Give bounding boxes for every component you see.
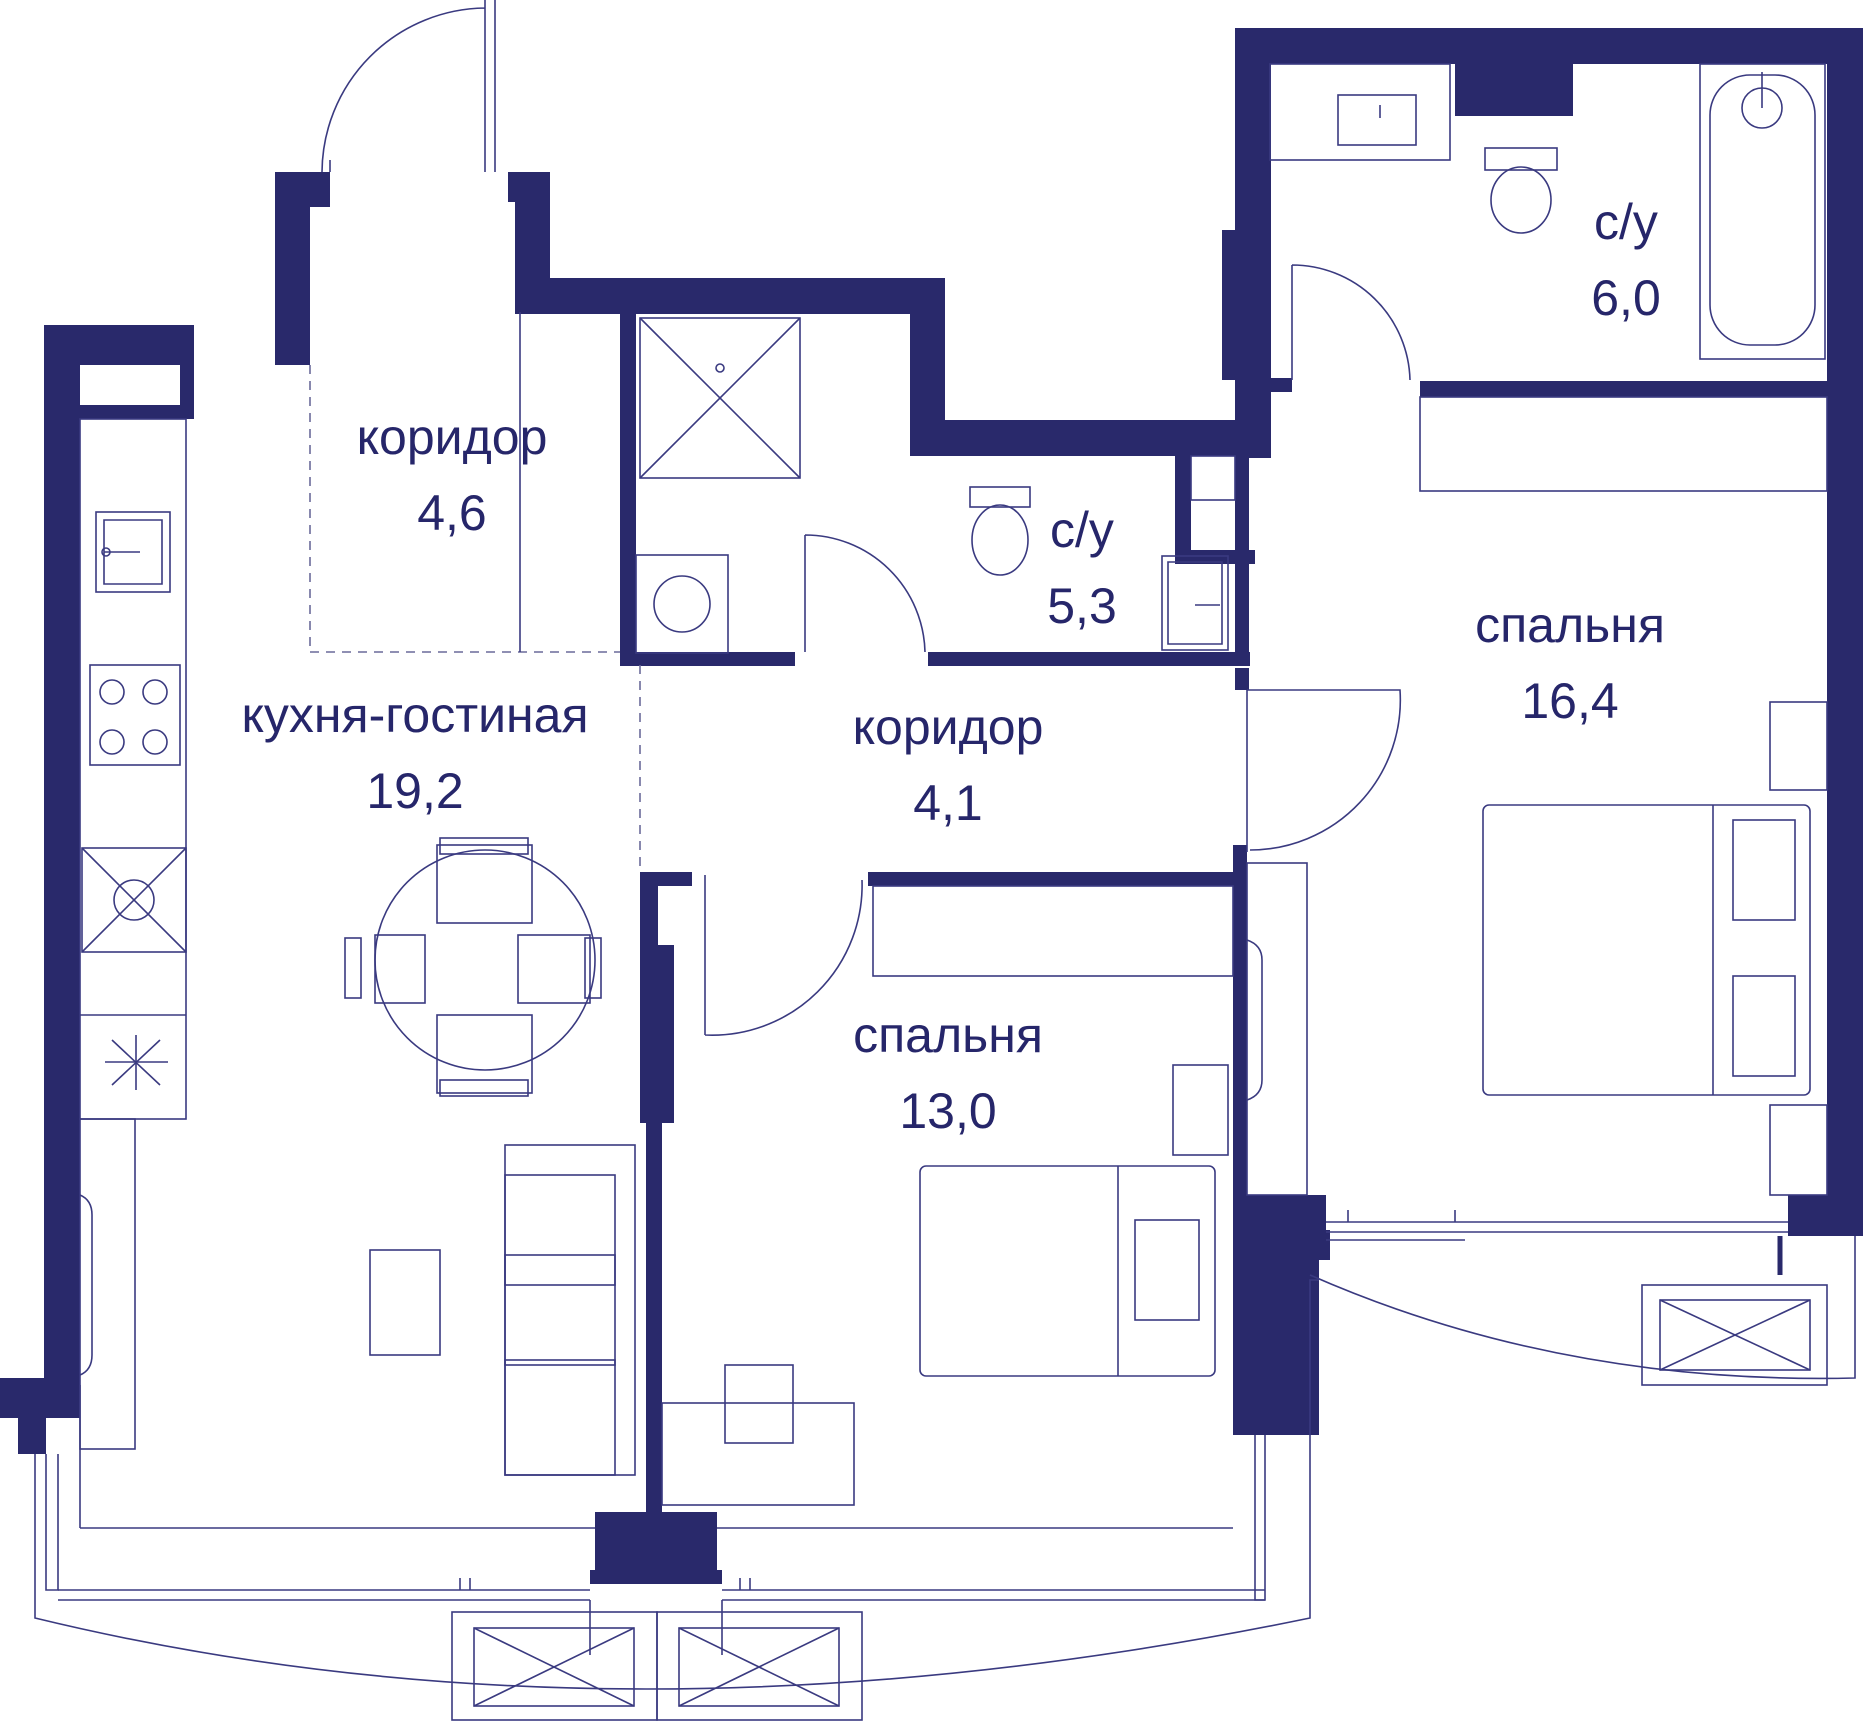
wall-corridor-post [1235,668,1249,690]
room-name: спальня [853,1007,1043,1063]
room-name: с/у [1050,502,1114,558]
wall-bath-bottom [1420,381,1863,397]
room-name: кухня-гостиная [241,687,589,743]
room-label-bathroom-small: с/у 5,3 [1047,505,1117,631]
wall-top-middle [515,278,945,314]
entry-door [321,0,496,173]
room-name: спальня [1475,597,1665,653]
room-area: 13,0 [899,1083,997,1139]
wall-entry-right-cap [508,172,550,202]
toilet-icon [969,486,1031,576]
room-name: коридор [852,699,1044,755]
wall-top-step2 [910,420,1255,456]
wall-partition-c [646,1120,662,1520]
wall-wc-niche [1175,450,1191,555]
wall-right-foot [1788,1195,1863,1236]
wall-left-notch [80,405,194,419]
door-swing-icon [804,534,926,653]
room-area: 19,2 [366,763,464,819]
bathtub-icon [1699,63,1826,360]
bathroom-small [635,317,1236,654]
room-area: 4,6 [417,485,487,541]
wall-bath-duct [1455,64,1573,116]
wall-wc-bottom-left [620,652,795,666]
wardrobe [1246,862,1308,1196]
wall-left-notch-side [180,365,194,419]
room-area: 5,3 [1047,578,1117,634]
shower-icon [639,317,801,479]
wall-left-cap [44,325,194,365]
kitchen-counter [79,418,187,1450]
interior-lines [34,1210,1856,1721]
room-label-bedroom-large: спальня 16,4 [1475,600,1665,726]
bed-icon [919,1165,1216,1377]
wall-shower-left [620,310,636,662]
toilet-icon [1484,147,1558,234]
room-label-bedroom-small: спальня 13,0 [853,1010,1043,1136]
door-swing-icon [1246,689,1402,852]
wall-bath-stub [1270,378,1292,392]
bedroom-large [1246,701,1828,1196]
room-label-kitchen-living: кухня-гостиная 19,2 [241,690,588,816]
wall-bed-small-top [868,872,1233,886]
wall-partition-b [640,945,674,1123]
dining-table-icon [344,837,602,1097]
bedroom-small [661,885,1234,1506]
door-swing-icon [704,875,863,1036]
room-area: 4,1 [913,775,983,831]
wall-bed-divider3 [1290,1230,1330,1260]
sink-icon [1161,555,1229,651]
room-label-bathroom-main: с/у 6,0 [1591,197,1661,323]
door-swing-icon [1291,264,1411,381]
bed-icon [1482,804,1811,1096]
room-area: 16,4 [1521,673,1619,729]
room-label-corridor-hall: коридор 4,1 [853,702,1044,828]
coffee-table [369,1249,441,1356]
wall-left [44,325,80,1385]
ac-unit-icon [1641,1284,1828,1386]
ac-unit-icon [656,1611,863,1721]
room-area: 6,0 [1591,270,1661,326]
wall-left-foot2 [18,1418,46,1454]
bathroom-main [1269,63,1828,492]
corridor-entry-outline [309,312,641,872]
walls [0,28,1863,1584]
wall-left-foot [0,1378,80,1418]
door-swing-icon [321,0,496,173]
sofa-icon [369,1144,636,1476]
room-label-corridor-entry: коридор 4,6 [357,412,548,538]
wall-wc-bottom-right [928,652,1250,666]
wall-right [1827,28,1863,1236]
fridge [79,1118,136,1450]
sink-icon [95,511,171,593]
wall-corridor-right [1235,380,1249,666]
washing-machine-icon [635,554,729,654]
wall-entry-left-cap [275,172,330,207]
desk [661,1402,855,1506]
wall-bath-left-door [1222,230,1240,380]
wall-bed-small-right [1233,845,1247,1195]
wardrobe [872,885,1234,977]
room-name: с/у [1594,194,1658,250]
stove-icon [89,664,181,766]
sink-icon [1269,63,1451,161]
wall-bath-top [1235,28,1863,64]
room-name: коридор [356,409,548,465]
desk-chair [724,1364,794,1444]
wall-bottom-pillar [595,1512,717,1570]
corridor-hall [704,689,1402,1036]
wall-bottom-pillar-base [590,1570,722,1584]
